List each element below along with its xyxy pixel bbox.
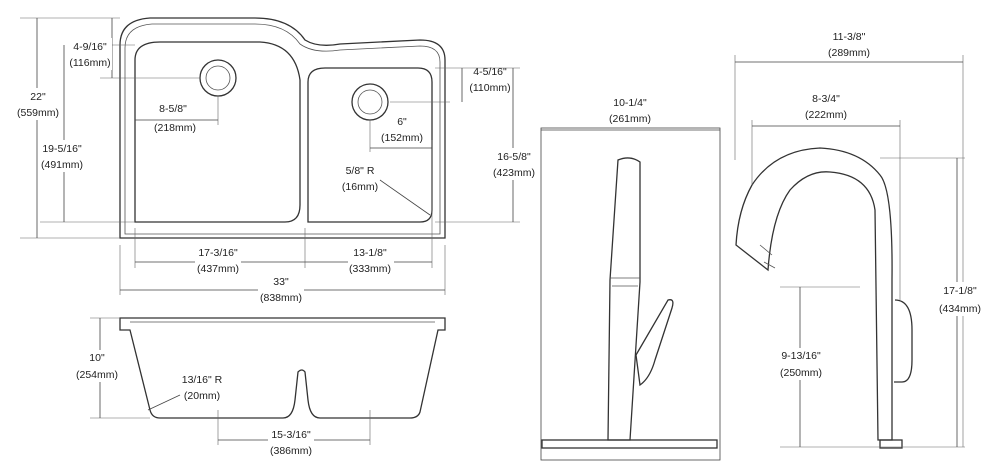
- label-152mm: (152mm): [381, 132, 423, 144]
- label-16mm: (16mm): [342, 181, 378, 193]
- label-491mm: (491mm): [41, 159, 83, 171]
- label-17-1-8in: 17-1/8": [943, 285, 977, 297]
- label-13-1-8in: 13-1/8": [353, 247, 387, 259]
- label-11-3-8in: 11-3/8": [833, 31, 866, 43]
- label-116mm: (116mm): [69, 57, 110, 69]
- label-4-5-16in: 4-5/16": [473, 66, 507, 78]
- label-110mm: (110mm): [469, 82, 510, 94]
- label-9-13-16in: 9-13/16": [781, 350, 821, 362]
- label-218mm: (218mm): [154, 122, 196, 134]
- label-13-16in-radius: 13/16" R: [182, 374, 223, 386]
- label-222mm: (222mm): [805, 109, 847, 121]
- label-16-5-8in: 16-5/8": [497, 151, 531, 163]
- label-8-3-4in: 8-3/4": [812, 93, 840, 105]
- label-838mm: (838mm): [260, 292, 302, 304]
- label-4-9-16in: 4-9/16": [73, 41, 107, 53]
- label-437mm: (437mm): [197, 263, 239, 275]
- label-333mm: (333mm): [349, 263, 391, 275]
- label-423mm: (423mm): [493, 167, 535, 179]
- label-434mm: (434mm): [939, 303, 981, 315]
- label-33in: 33": [273, 276, 289, 288]
- label-254mm: (254mm): [76, 369, 118, 381]
- label-6in: 6": [397, 116, 407, 128]
- label-250mm: (250mm): [780, 367, 822, 379]
- dimension-labels: 22" (559mm) 4-9/16" (116mm) 19-5/16" (49…: [17, 31, 982, 458]
- right-drain: [351, 83, 389, 121]
- label-22in: 22": [30, 91, 46, 103]
- faucet-front-view: [540, 127, 721, 461]
- label-386mm: (386mm): [270, 445, 312, 457]
- label-17-3-16in: 17-3/16": [198, 247, 238, 259]
- label-19-5-16in: 19-5/16": [42, 143, 82, 155]
- label-289mm: (289mm): [828, 47, 870, 59]
- label-8-5-8in: 8-5/8": [159, 103, 187, 115]
- label-261mm: (261mm): [609, 113, 651, 125]
- label-15-3-16in: 15-3/16": [271, 429, 311, 441]
- label-10in: 10": [89, 352, 105, 364]
- label-10-1-4in: 10-1/4": [613, 97, 647, 109]
- faucet-side-view: [735, 147, 913, 449]
- label-5-8in-radius: 5/8" R: [346, 165, 375, 177]
- sink-front-view: [119, 317, 446, 419]
- left-drain: [199, 59, 237, 97]
- label-559mm: (559mm): [17, 107, 59, 119]
- label-20mm: (20mm): [184, 390, 220, 402]
